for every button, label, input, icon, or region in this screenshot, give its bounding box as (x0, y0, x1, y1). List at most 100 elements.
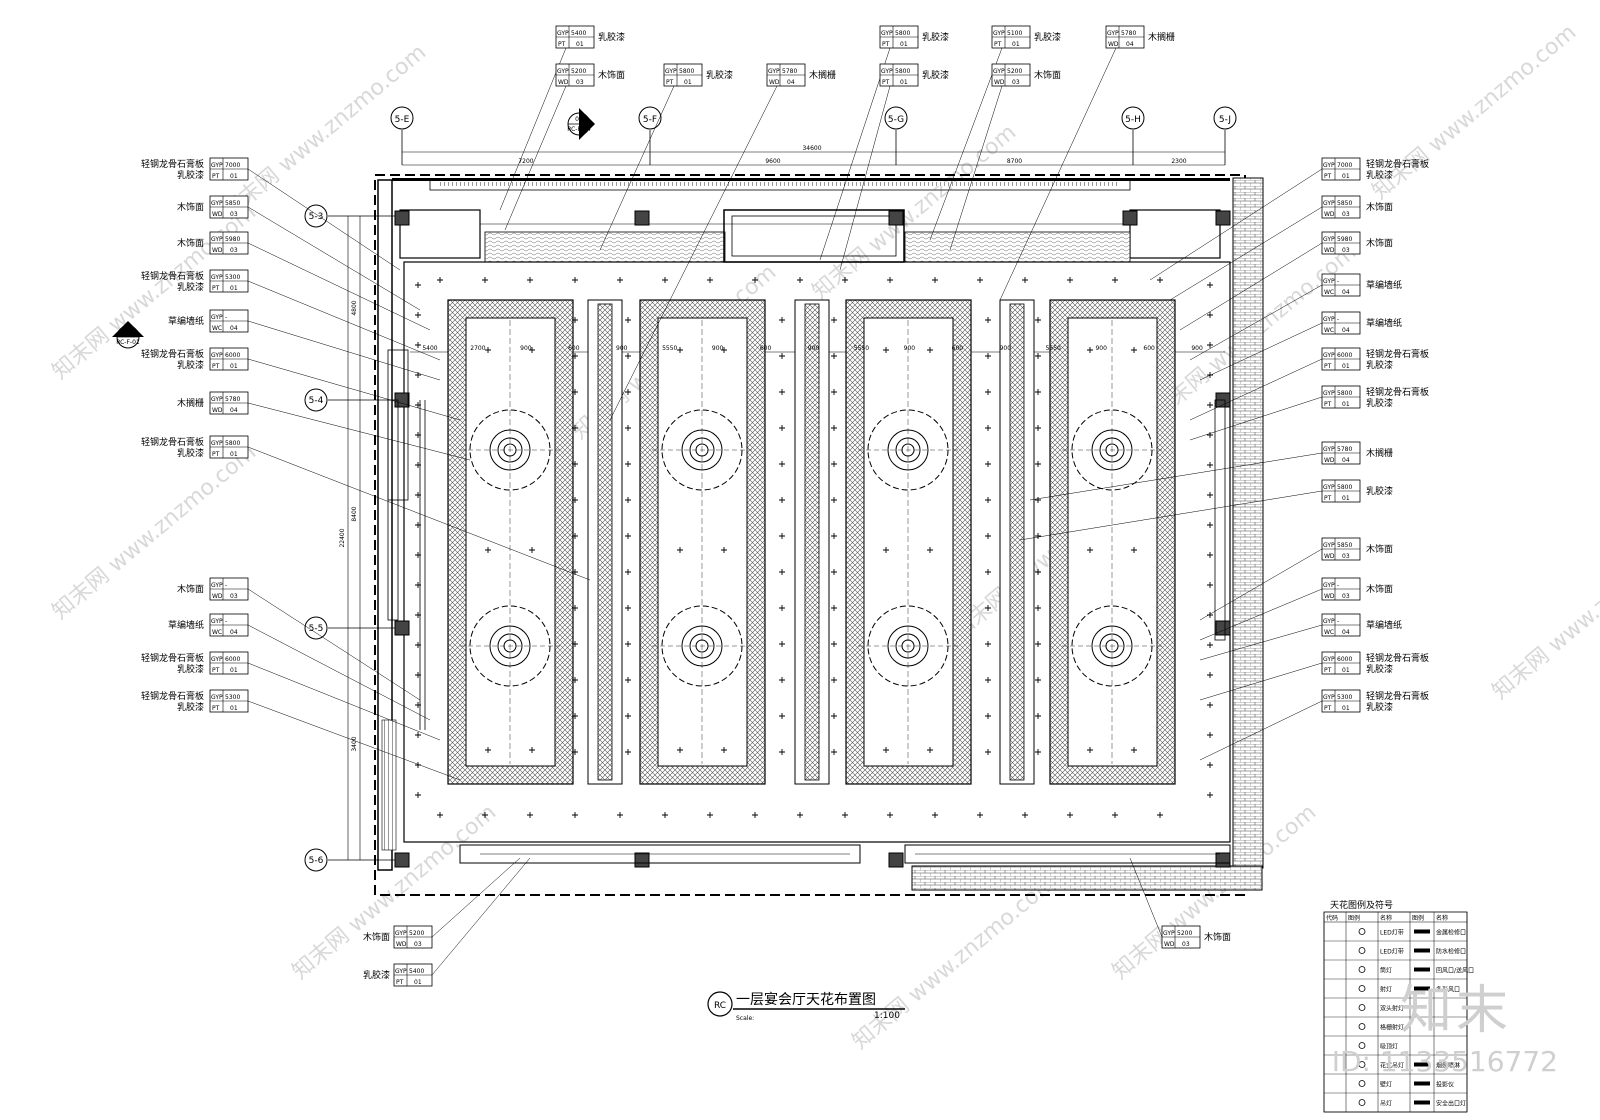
legend-item-name: LED灯带 (1380, 929, 1404, 937)
tag-sub-value: 01 (900, 41, 908, 48)
tag-code-prefix: GYP (1107, 30, 1119, 37)
downlight-icon (779, 353, 785, 359)
tag-code-prefix: GYP (1323, 582, 1335, 589)
tag-sub-value: 03 (230, 211, 238, 218)
title-text: 一层宴会厅天花布置图 (736, 991, 876, 1008)
tag-sub-prefix: PT (1324, 667, 1332, 674)
downlight-icon (831, 749, 837, 755)
downlight-icon (572, 641, 578, 647)
downlight-icon (985, 569, 991, 575)
tag-sub-value: 01 (1342, 705, 1350, 712)
grid-label: 5-F (643, 115, 657, 125)
downlight-icon (625, 497, 631, 503)
tag-code-value: 5850 (1337, 200, 1352, 207)
downlight-icon (985, 353, 991, 359)
callout-label-secondary: 乳胶漆 (177, 447, 204, 459)
dimension-inner: 900 (808, 345, 820, 352)
dimension-inner: 5550 (1046, 345, 1061, 352)
dimension-inner: 900 (616, 345, 628, 352)
downlight-icon (572, 749, 578, 755)
downlight-icon (985, 389, 991, 395)
tag-code-prefix: GYP (1323, 484, 1335, 491)
tag-code-prefix: GYP (768, 68, 780, 75)
callout-label: 轻钢龙骨石膏板 (141, 690, 204, 702)
downlight-icon (977, 812, 983, 818)
structural-column (1122, 210, 1138, 226)
tag-code-prefix: GYP (881, 30, 893, 37)
grid-bubble (304, 848, 328, 872)
downlight-icon (927, 747, 933, 753)
dimension-segment: 9600 (765, 158, 780, 165)
downlight-icon (721, 347, 727, 353)
tag-sub-value: 01 (230, 451, 238, 458)
tag-code-prefix: GYP (1323, 278, 1335, 285)
downlight-icon (1207, 402, 1213, 408)
tag-code-value: 5800 (225, 440, 240, 447)
downlight-icon (1207, 462, 1213, 468)
downlight-icon (932, 812, 938, 818)
callout-label: 轻钢龙骨石膏板 (1366, 348, 1429, 360)
watermark-text: 知末网 www.znzmo.com (218, 40, 431, 225)
callout-label: 乳胶漆 (922, 69, 949, 81)
title-scale-label: Scale: (736, 1015, 754, 1022)
tag-sub-value: 03 (1182, 941, 1190, 948)
watermark-text: 知末网 www.znzmo.com (848, 870, 1061, 1055)
grid-bubble (390, 106, 414, 130)
tag-code-prefix: GYP (557, 68, 569, 75)
tag-sub-value: 04 (787, 79, 795, 86)
callout-label: 乳胶漆 (1034, 31, 1061, 43)
legend-symbol-icon (1358, 1080, 1366, 1087)
downlight-icon (625, 389, 631, 395)
tag-code-value: 5780 (225, 396, 240, 403)
tag-code-prefix: GYP (1323, 446, 1335, 453)
tag-code-prefix: GYP (1323, 618, 1335, 625)
tag-sub-prefix: PT (882, 79, 890, 86)
downlight-icon (1035, 677, 1041, 683)
tag-code-value: 5400 (409, 968, 424, 975)
grid-label: 5-3 (309, 212, 324, 222)
tag-sub-prefix: WC (212, 629, 222, 636)
legend-item-name: 筒灯 (1380, 967, 1392, 975)
tag-sub-prefix: WD (1164, 941, 1175, 948)
drawing-title: RC 一层宴会厅天花布置图 Scale: 1:100 (707, 991, 905, 1022)
callout-label: 木饰面 (363, 931, 390, 943)
downlight-icon (985, 461, 991, 467)
legend-symbol-icon (1414, 1062, 1430, 1067)
legend-item-name: 吸顶灯 (1380, 1043, 1398, 1051)
tag-sub-prefix: PT (1324, 363, 1332, 370)
tag-code-value: 5980 (225, 236, 240, 243)
tag-code-prefix: GYP (1323, 542, 1335, 549)
tag-sub-prefix: WD (1324, 457, 1335, 464)
title-badge: RC (714, 1001, 726, 1011)
legend-item-name: LED灯带 (1380, 948, 1404, 956)
structural-column (634, 852, 650, 868)
downlight-icon (779, 569, 785, 575)
ceiling-coffer-inner (465, 317, 556, 767)
dimension-inner: 900 (904, 345, 916, 352)
grid-bubble (1121, 106, 1145, 130)
tag-code-value: 5300 (225, 694, 240, 701)
downlight-icon (721, 747, 727, 753)
downlight-icon (572, 713, 578, 719)
top-band (399, 179, 1221, 263)
grid-bubble (638, 106, 662, 130)
downlight-icon (1207, 702, 1213, 708)
downlight-icon (625, 461, 631, 467)
downlight-icon (1207, 312, 1213, 318)
tag-sub-prefix: WD (994, 79, 1005, 86)
downlight-icon (1087, 747, 1093, 753)
downlight-icon (779, 389, 785, 395)
callout-label: 木搁栅 (1366, 447, 1393, 459)
callout-label: 木饰面 (1204, 931, 1231, 943)
callout-label: 轻钢龙骨石膏板 (141, 436, 204, 448)
tag-code-prefix: GYP (993, 30, 1005, 37)
tag-code-prefix: GYP (1323, 236, 1335, 243)
downlight-icon (572, 497, 578, 503)
section-01-number: 01 (124, 329, 132, 336)
section-04-sheet: RC-F-04 (567, 126, 591, 133)
